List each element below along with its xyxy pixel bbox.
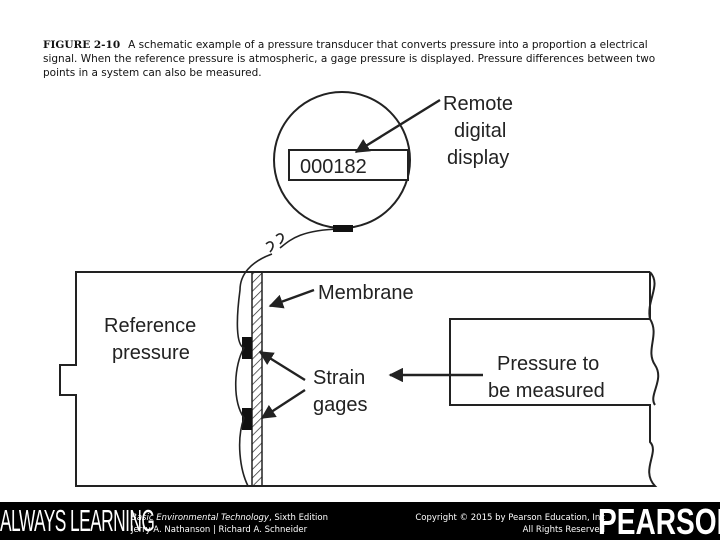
pearson-logo: PEARSON (598, 501, 720, 542)
label-reference-line2: pressure (112, 342, 190, 364)
book-edition: , Sixth Edition (268, 513, 328, 523)
arrow-to-display (354, 98, 441, 154)
chamber-break-line (649, 318, 660, 406)
strain-gage-2 (242, 408, 252, 430)
readout-value: 000182 (300, 156, 367, 178)
arrow-to-strain-gage-2 (260, 388, 306, 420)
label-remote-line2: digital (454, 120, 506, 142)
label-strain-line2: gages (313, 394, 368, 416)
arrow-to-strain-gage-1 (258, 350, 306, 382)
wire-break-mark (265, 233, 284, 253)
membrane (251, 271, 263, 487)
always-learning-logo: ALWAYS LEARNING (0, 503, 155, 538)
arrow-to-membrane (268, 288, 315, 309)
book-authors: Jerry A. Nathanson | Richard A. Schneide… (131, 525, 308, 535)
label-remote-line3: display (447, 147, 509, 169)
label-pressure-line2: be measured (488, 380, 605, 402)
caption-text: A schematic example of a pressure transd… (43, 39, 656, 79)
digital-readout (288, 149, 409, 181)
rights-text: All Rights Reserved (522, 525, 605, 535)
strain-gage-1 (242, 337, 252, 359)
footer-bar: ALWAYS LEARNING Basic Environmental Tech… (0, 501, 720, 542)
book-citation: Basic Environmental Technology, Sixth Ed… (131, 512, 328, 536)
label-membrane: Membrane (318, 282, 414, 304)
label-reference-line1: Reference (104, 315, 196, 337)
signal-wire (234, 228, 341, 487)
book-title: Basic Environmental Technology (131, 513, 269, 523)
chamber-outline (59, 271, 658, 487)
pressure-transducer-diagram: 000182 Remote digital display Membrane R… (59, 91, 660, 487)
label-remote-line1: Remote (443, 93, 513, 115)
label-pressure-line1: Pressure to (497, 353, 599, 375)
copyright-text: Copyright © 2015 by Pearson Education, I… (415, 513, 605, 523)
label-strain-line1: Strain (313, 367, 365, 389)
figure-label: FIGURE 2-10 (43, 39, 121, 51)
display-connector (333, 225, 353, 232)
copyright-block: Copyright © 2015 by Pearson Education, I… (380, 512, 605, 536)
